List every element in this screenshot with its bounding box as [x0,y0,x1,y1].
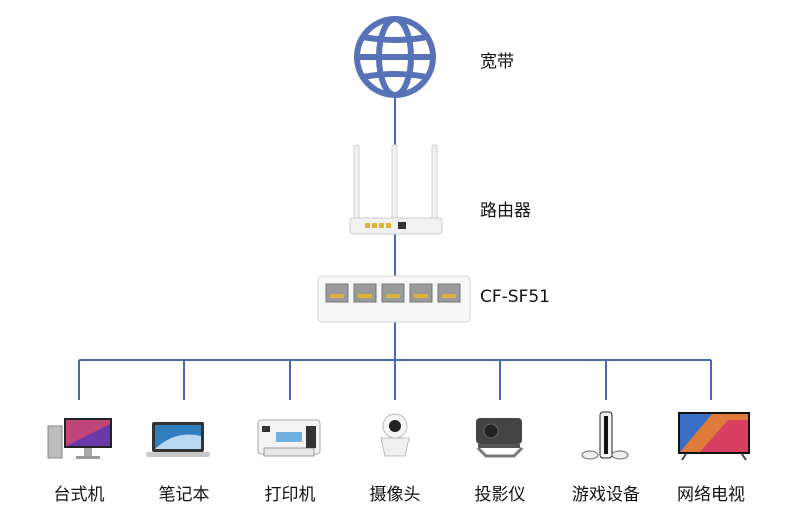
switch-label: CF-SF51 [480,287,550,307]
device-label-projector: 投影仪 [474,485,526,505]
router-label: 路由器 [480,201,531,221]
device-label-desktop: 台式机 [53,485,105,505]
device-label-laptop: 笔记本 [158,485,210,505]
device-label-printer: 打印机 [264,485,316,505]
device-label-game-console: 游戏设备 [572,485,640,505]
device-label-camera: 摄像头 [369,485,421,505]
internet-label: 宽带 [480,52,514,72]
device-label-tv: 网络电视 [677,485,745,505]
